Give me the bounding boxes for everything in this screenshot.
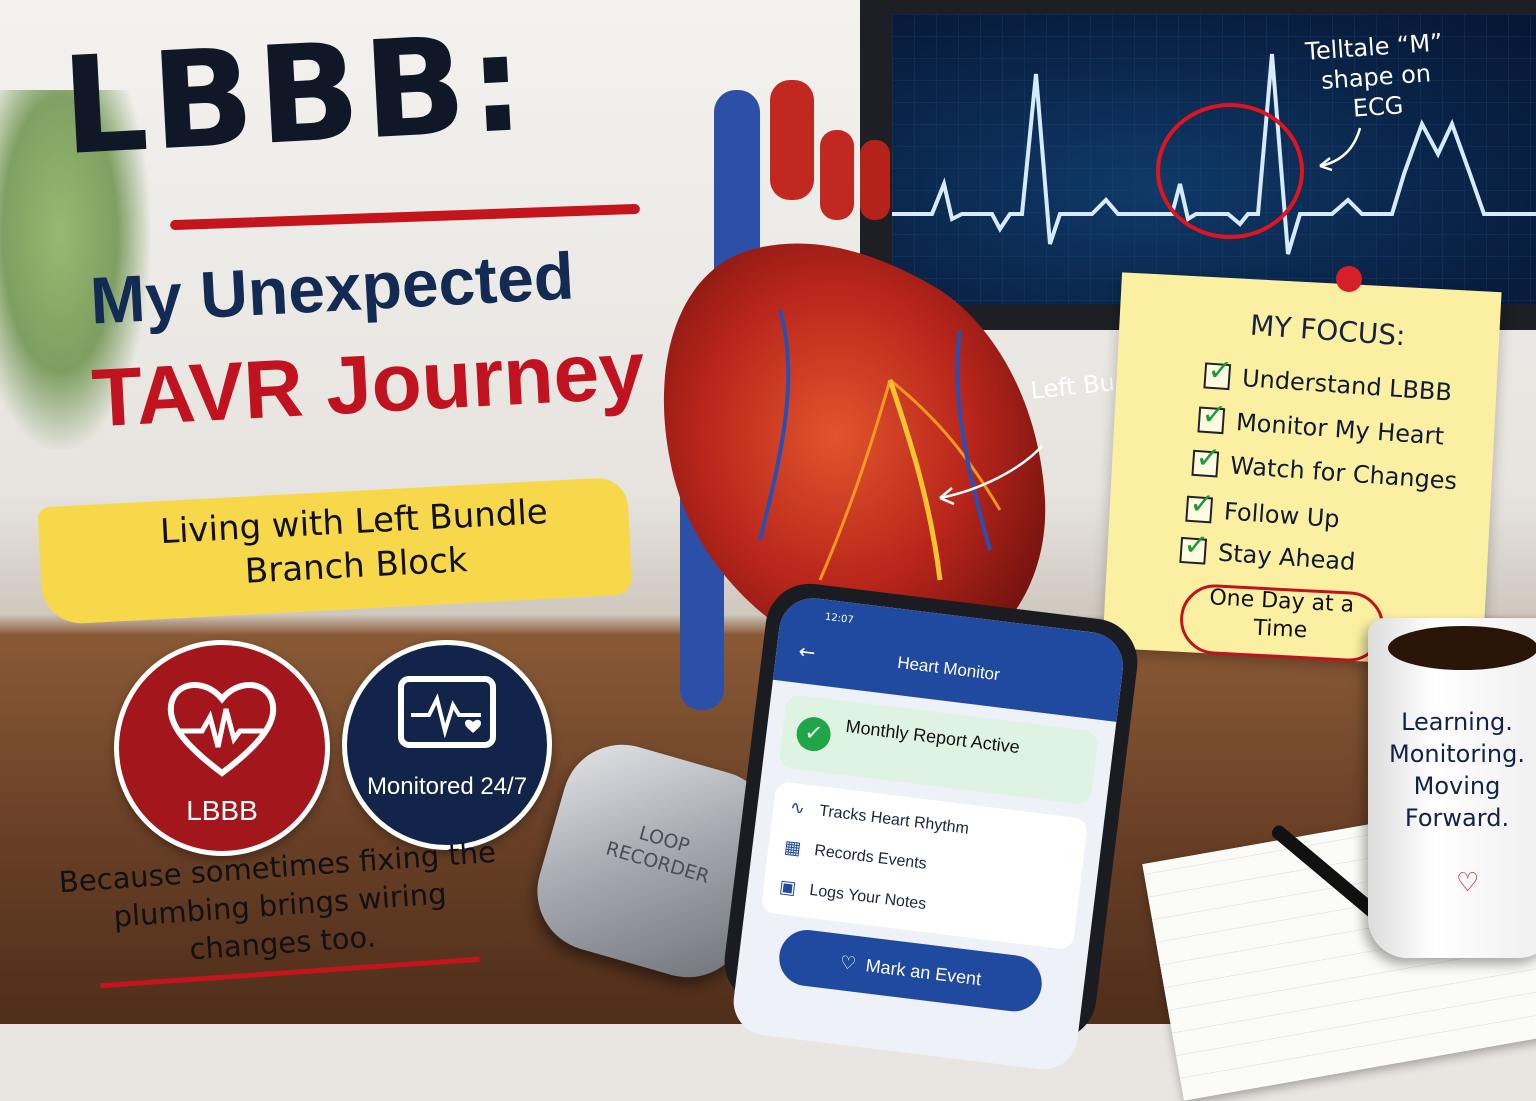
mug-text: Learning. Monitoring. Moving Forward. [1389, 708, 1525, 832]
phone: 12:07 ← Heart Monitor ✓ Monthly Report A… [719, 578, 1143, 1074]
check-icon [1179, 536, 1208, 565]
heart-outline-icon: ♡ [838, 951, 858, 974]
feature-label: Logs Your Notes [808, 881, 928, 913]
ecg-trace [892, 14, 1536, 304]
loop-recorder-label: LOOP RECORDER [603, 822, 712, 889]
pin-icon [1336, 266, 1362, 292]
coffee-mug [1368, 618, 1536, 958]
pulse-icon: ∿ [788, 796, 807, 819]
m-shape-circle [1156, 103, 1304, 239]
check-circle-icon: ✓ [794, 715, 833, 754]
check-icon [1191, 449, 1220, 478]
feature-label: Tracks Heart Rhythm [818, 801, 970, 838]
badge-lbbb: LBBB [114, 640, 330, 856]
badge-monitored-label: Monitored 24/7 [366, 773, 528, 800]
feature-label: Records Events [813, 841, 928, 873]
left-bundle-arrow [939, 445, 1043, 506]
heart-model [663, 80, 1046, 710]
check-icon [1203, 362, 1232, 391]
notes-icon: ▣ [778, 876, 798, 899]
report-status-text: Monthly Report Active [844, 716, 1021, 758]
coffee [1388, 626, 1536, 670]
monitor-pulse-icon [398, 676, 496, 748]
app-title: Heart Monitor [896, 652, 1001, 685]
motto-text: One Day at a Time [1208, 585, 1355, 644]
status-time: 12:07 [824, 611, 855, 627]
check-icon [1197, 406, 1226, 435]
heart-pulse-icon [167, 682, 277, 777]
heart-outline-icon: ♡ [1456, 868, 1480, 898]
check-icon [1185, 495, 1214, 524]
plant [0, 90, 150, 450]
badge-lbbb-label: LBBB [186, 795, 258, 826]
ecg-screen [892, 14, 1536, 304]
mark-event-label: Mark an Event [864, 954, 983, 989]
headline-lbbb: LBBB: [58, 4, 532, 186]
phone-screen: 12:07 ← Heart Monitor ✓ Monthly Report A… [729, 594, 1127, 1074]
badge-monitored: Monitored 24/7 [342, 640, 552, 850]
feature-list: ∿ Tracks Heart Rhythm ▦ Records Events ▣… [760, 780, 1089, 951]
ecg-callout-arrow [1319, 127, 1362, 172]
ecg-callout: Telltale “M” shape on ECG [1304, 28, 1444, 123]
calendar-icon: ▦ [782, 836, 803, 859]
